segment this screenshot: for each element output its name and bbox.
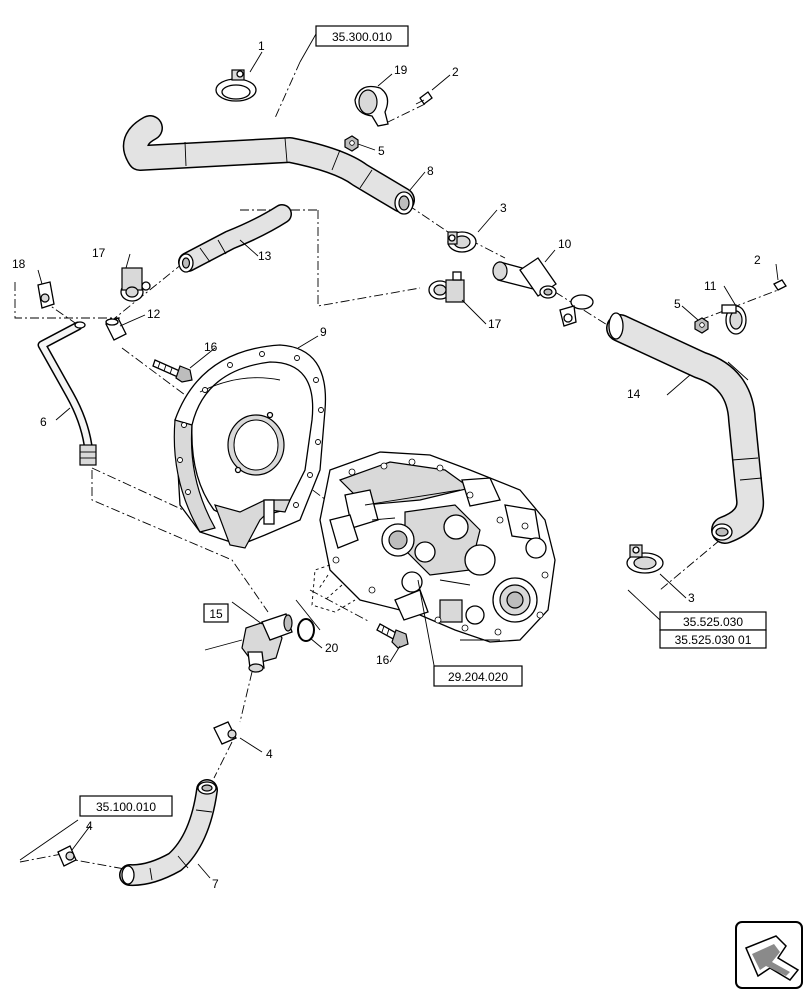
callout-20: 20: [325, 641, 339, 655]
hose-14: [606, 312, 765, 544]
hose-8: [122, 115, 415, 215]
callout-3-bottom: 3: [688, 591, 695, 605]
screw-2-right: [773, 279, 787, 291]
callout-10: 10: [558, 237, 572, 251]
o-ring-20: [297, 618, 315, 642]
svg-text:35.525.030 01: 35.525.030 01: [675, 633, 752, 647]
clamp-4-lower: [57, 845, 77, 867]
hose-13: [178, 204, 292, 273]
leader-lines: [19, 33, 779, 879]
ref-box-35-100-010[interactable]: 35.100.010: [79, 795, 173, 817]
callout-6: 6: [40, 415, 47, 429]
callout-3-top: 3: [500, 201, 507, 215]
clamp-1: [215, 69, 257, 102]
svg-text:35.300.010: 35.300.010: [332, 30, 392, 44]
clamp-3-lower: [626, 544, 664, 574]
clamp-4-middle: [213, 721, 237, 745]
bolt-16-lower: [376, 623, 409, 649]
sleeve-12: [105, 317, 127, 341]
pump-assembly: [311, 451, 556, 643]
small-clamp-tee: [559, 294, 594, 327]
hose-7: [119, 779, 218, 887]
callout-4-lower: 4: [86, 819, 93, 833]
callout-16-bottom: 16: [376, 653, 390, 667]
next-page-arrow-icon[interactable]: [735, 921, 803, 989]
callout-1: 1: [258, 39, 265, 53]
nut-5-top: [344, 135, 359, 152]
nut-5-right: [694, 317, 709, 334]
svg-text:15: 15: [209, 607, 223, 621]
svg-text:29.204.020: 29.204.020: [448, 670, 508, 684]
callout-7: 7: [212, 877, 219, 891]
callout-19: 19: [394, 63, 408, 77]
ref-box-29-204-020[interactable]: 29.204.020: [433, 665, 523, 687]
callout-17-left: 17: [92, 246, 106, 260]
bolt-16-upper: [152, 359, 193, 383]
clamp-17-left: [120, 267, 151, 302]
ref-box-35-525-030[interactable]: 35.525.030: [659, 611, 767, 631]
ref-box-35-525-030-01[interactable]: 35.525.030 01: [659, 629, 767, 649]
clamp-11: [721, 304, 747, 335]
svg-text:35.100.010: 35.100.010: [96, 800, 156, 814]
callout-2-right: 2: [754, 253, 761, 267]
adapter-plate-9: [173, 344, 327, 549]
callout-14: 14: [627, 387, 641, 401]
callout-18: 18: [12, 257, 26, 271]
clamp-19: [354, 85, 389, 127]
ref-box-35-300-010[interactable]: 35.300.010: [315, 25, 409, 47]
screw-2-top: [415, 91, 433, 105]
clamp-17-right: [428, 271, 465, 303]
tee-fitting-10: [492, 257, 557, 299]
callout-5-top: 5: [378, 144, 385, 158]
callout-box-15: 15: [203, 603, 229, 623]
callout-16-top: 16: [204, 340, 218, 354]
callout-4-middle: 4: [266, 747, 273, 761]
callout-8: 8: [427, 164, 434, 178]
callout-5-right: 5: [674, 297, 681, 311]
callout-17-right: 17: [488, 317, 502, 331]
callout-numbers: 1 19 2 5 8 3 10 17 18 17 12 13 16 9 6 14…: [12, 39, 761, 891]
pipe-6: [37, 321, 97, 466]
callout-13: 13: [258, 249, 272, 263]
callout-12: 12: [147, 307, 161, 321]
clamp-3-upper: [447, 231, 477, 253]
callout-11: 11: [704, 279, 717, 293]
callout-2-top: 2: [452, 65, 459, 79]
elbow-fitting-15: [241, 613, 293, 673]
clamp-18: [37, 281, 55, 309]
callout-9: 9: [320, 325, 327, 339]
svg-text:35.525.030: 35.525.030: [683, 615, 743, 629]
